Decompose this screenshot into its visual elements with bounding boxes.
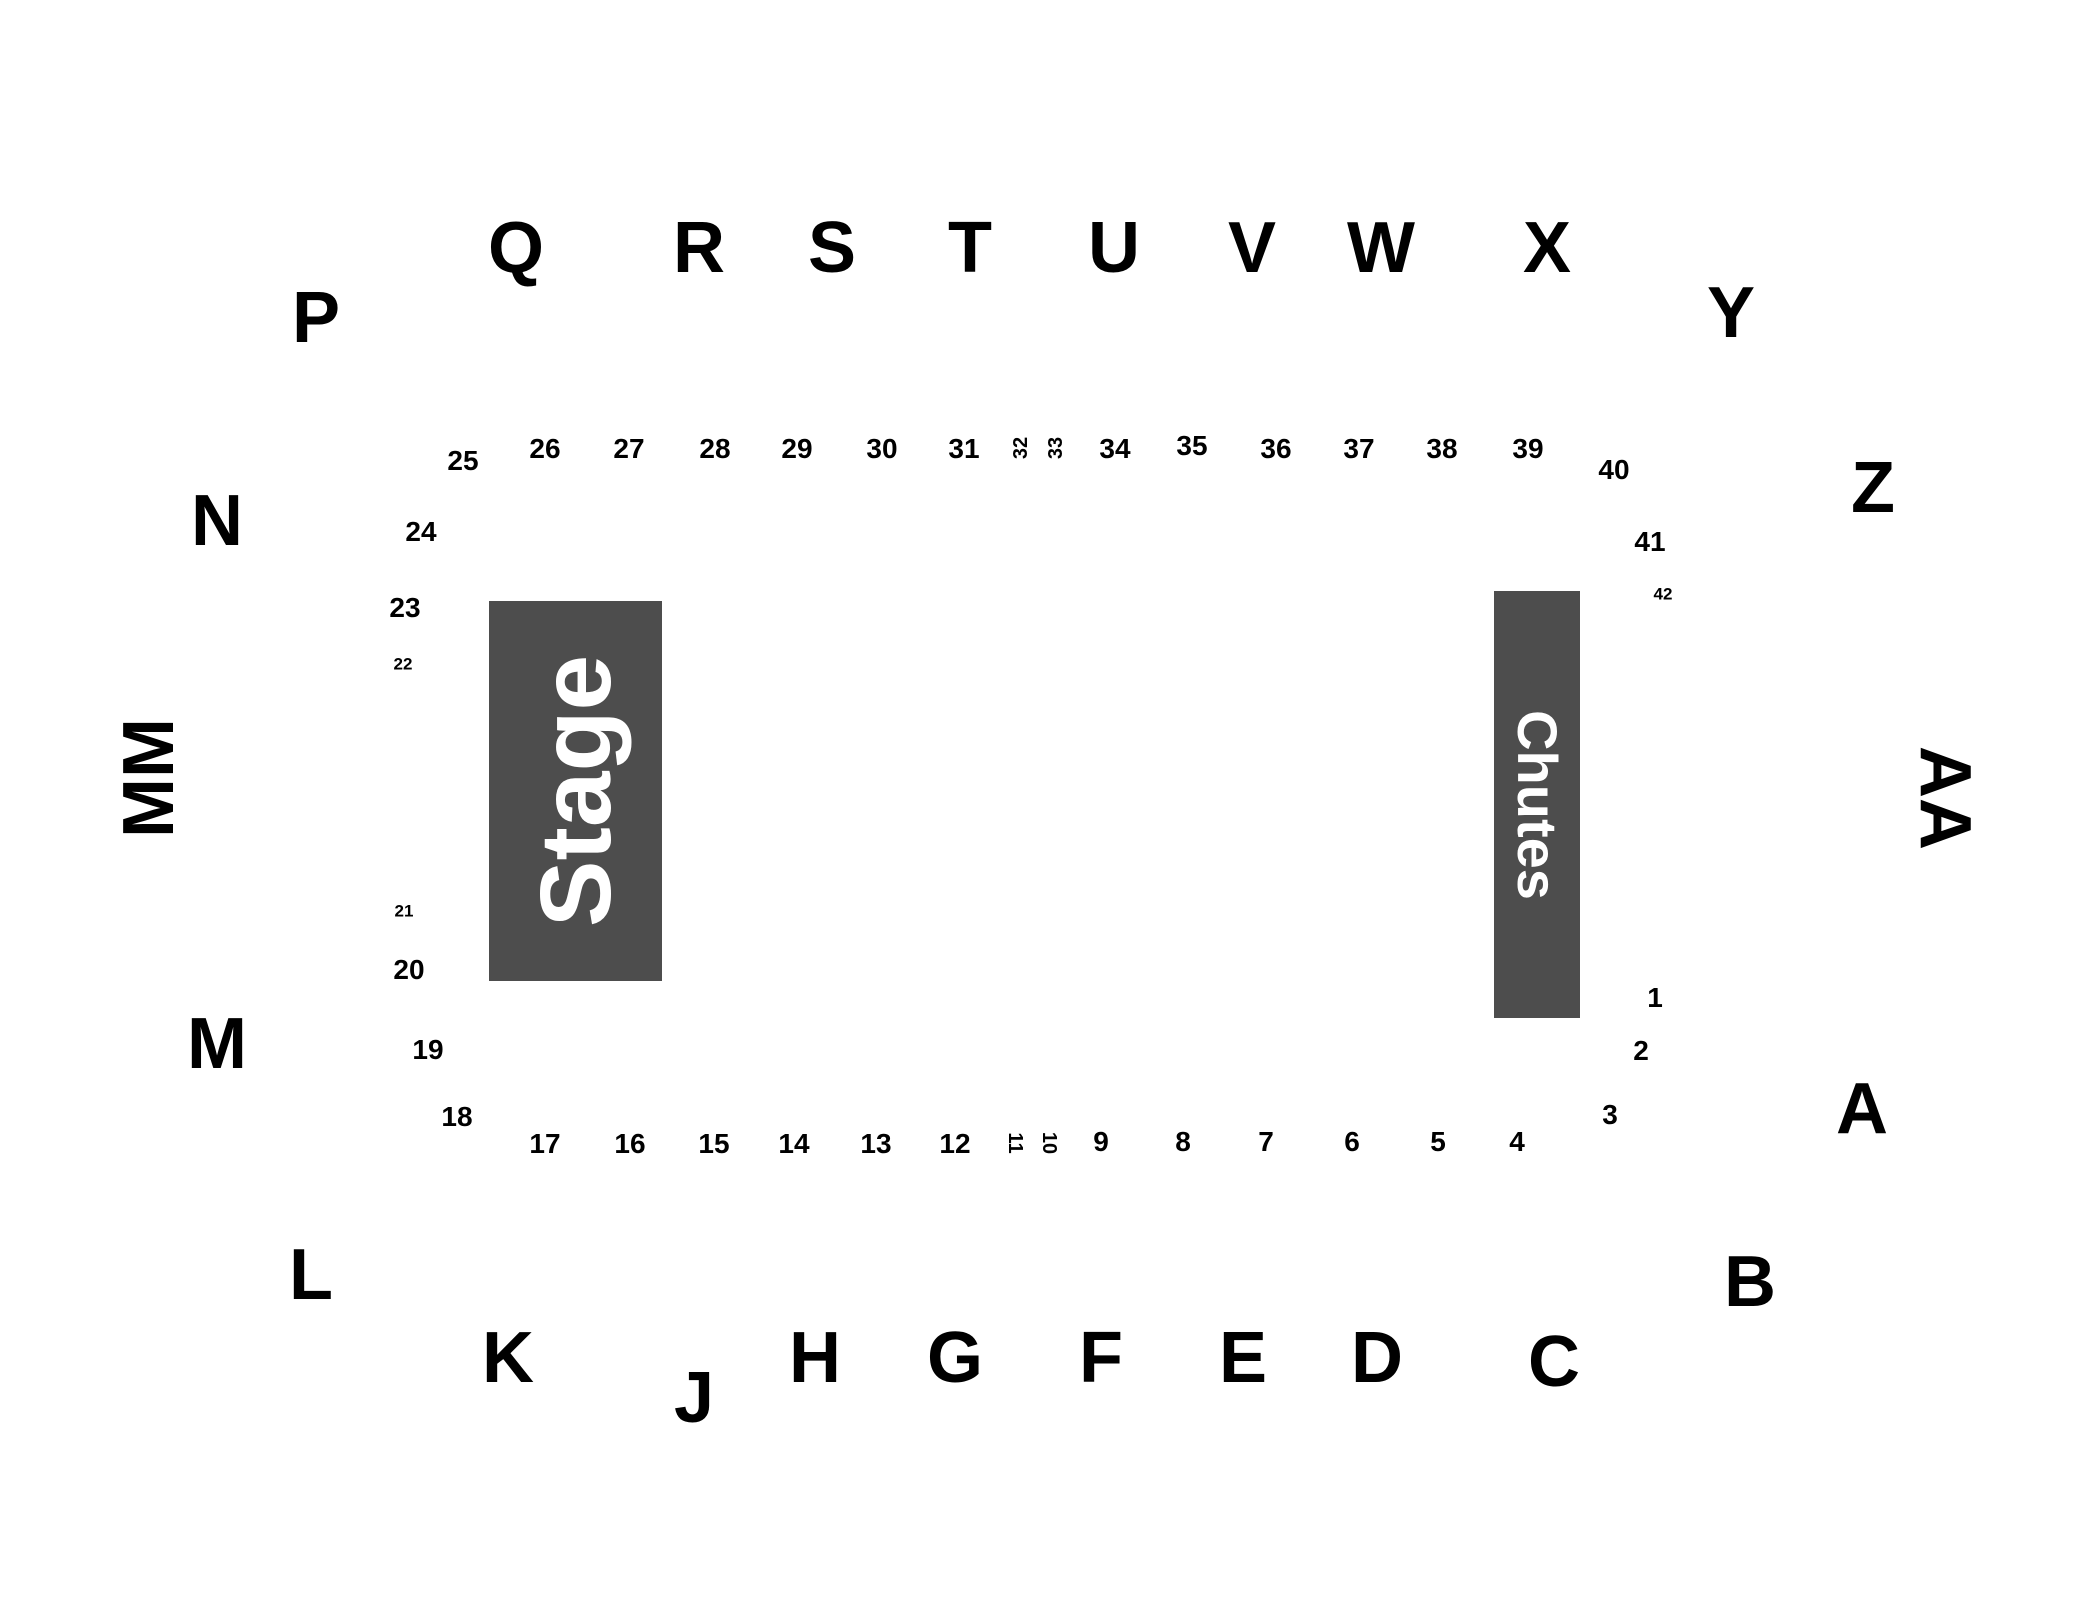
section-a[interactable]: A (1836, 1069, 1888, 1149)
row-17[interactable]: 17 (529, 1128, 561, 1159)
section-t[interactable]: T (948, 208, 992, 288)
section-mm[interactable]: MM (109, 718, 189, 838)
row-38[interactable]: 38 (1426, 433, 1458, 464)
section-c[interactable]: C (1528, 1322, 1580, 1402)
row-23[interactable]: 23 (389, 592, 421, 623)
row-24[interactable]: 24 (405, 516, 437, 547)
section-s[interactable]: S (807, 208, 857, 288)
row-20[interactable]: 20 (393, 954, 425, 985)
row-31[interactable]: 31 (948, 433, 980, 464)
row-4[interactable]: 4 (1509, 1126, 1525, 1157)
row-35[interactable]: 35 (1176, 430, 1208, 461)
section-y[interactable]: Y (1706, 273, 1756, 353)
row-26[interactable]: 26 (529, 433, 561, 464)
row-34[interactable]: 34 (1099, 433, 1131, 464)
row-14[interactable]: 14 (778, 1128, 810, 1159)
row-6[interactable]: 6 (1344, 1126, 1360, 1157)
chutes-label: Chutes (1506, 709, 1569, 900)
section-aa[interactable]: AA (1905, 746, 1985, 850)
row-13[interactable]: 13 (860, 1128, 892, 1159)
section-j[interactable]: J (673, 1358, 715, 1438)
section-k[interactable]: K (482, 1318, 534, 1398)
section-q[interactable]: Q (487, 208, 545, 288)
section-n[interactable]: N (191, 481, 243, 561)
row-15[interactable]: 15 (698, 1128, 730, 1159)
section-u[interactable]: U (1088, 208, 1140, 288)
stage-label: Stage (519, 654, 632, 928)
row-5[interactable]: 5 (1430, 1126, 1446, 1157)
section-w[interactable]: W (1347, 208, 1415, 288)
section-e[interactable]: E (1218, 1318, 1268, 1398)
section-p[interactable]: P (291, 278, 341, 358)
row-39[interactable]: 39 (1512, 433, 1544, 464)
row-18[interactable]: 18 (441, 1101, 473, 1132)
row-42[interactable]: 42 (1653, 584, 1673, 604)
row-19[interactable]: 19 (412, 1034, 444, 1065)
section-d[interactable]: D (1351, 1318, 1403, 1398)
chutes-block[interactable]: Chutes (1494, 591, 1580, 1018)
section-h[interactable]: H (789, 1318, 841, 1398)
section-r[interactable]: R (673, 208, 725, 288)
section-l[interactable]: L (289, 1235, 333, 1315)
section-g[interactable]: G (926, 1318, 984, 1398)
row-32[interactable]: 32 (1010, 436, 1032, 460)
row-37[interactable]: 37 (1343, 433, 1375, 464)
row-40[interactable]: 40 (1598, 454, 1630, 485)
section-v[interactable]: V (1227, 208, 1277, 288)
section-f[interactable]: F (1079, 1318, 1123, 1398)
row-1[interactable]: 1 (1647, 982, 1663, 1013)
row-41[interactable]: 41 (1634, 526, 1666, 557)
stage-block[interactable]: Stage (489, 601, 662, 981)
row-33[interactable]: 33 (1045, 436, 1067, 460)
section-m[interactable]: M (187, 1004, 247, 1084)
row-10[interactable]: 10 (1038, 1131, 1060, 1155)
row-25[interactable]: 25 (447, 445, 479, 476)
row-36[interactable]: 36 (1260, 433, 1292, 464)
row-28[interactable]: 28 (699, 433, 731, 464)
row-3[interactable]: 3 (1602, 1099, 1618, 1130)
row-8[interactable]: 8 (1175, 1126, 1191, 1157)
section-z[interactable]: Z (1851, 448, 1895, 528)
row-29[interactable]: 29 (781, 433, 813, 464)
row-16[interactable]: 16 (614, 1128, 646, 1159)
section-x[interactable]: X (1522, 208, 1572, 288)
row-7[interactable]: 7 (1258, 1126, 1274, 1157)
row-2[interactable]: 2 (1633, 1035, 1649, 1066)
row-22[interactable]: 22 (393, 654, 413, 674)
row-27[interactable]: 27 (613, 433, 645, 464)
row-12[interactable]: 12 (939, 1128, 971, 1159)
section-b[interactable]: B (1724, 1242, 1776, 1322)
row-30[interactable]: 30 (866, 433, 898, 464)
row-9[interactable]: 9 (1093, 1126, 1109, 1157)
row-11[interactable]: 11 (1004, 1132, 1026, 1154)
row-21[interactable]: 21 (394, 901, 414, 921)
